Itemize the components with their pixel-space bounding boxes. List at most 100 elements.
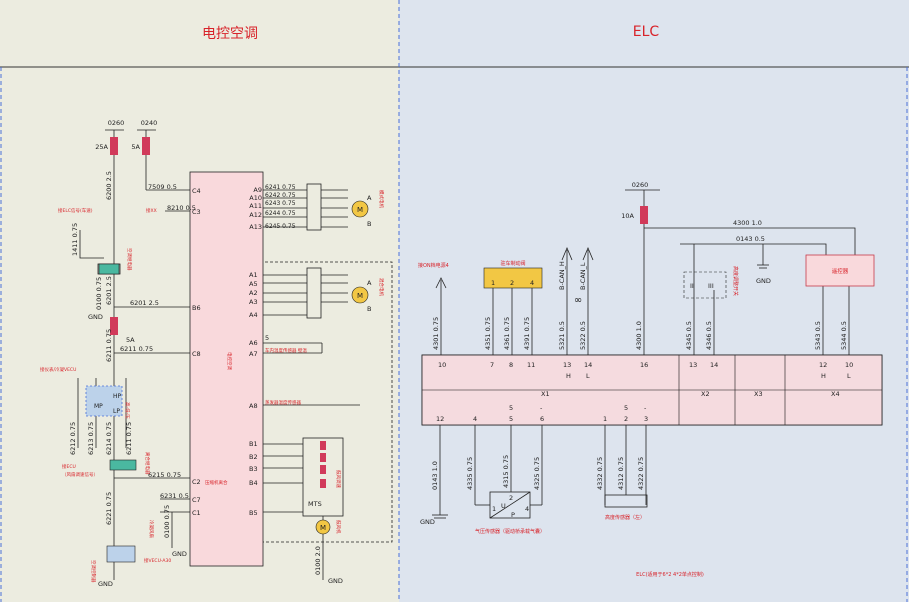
label-mix-motor: 混合电机 [378,278,385,296]
bottom-pin-5: 5 [509,415,513,423]
top-pin-13b: 13 [689,361,697,369]
lp-label: LP [113,408,120,415]
top-pin-10b: 10 [845,361,853,369]
bottom-pin-2: 2 [624,415,628,423]
motor-a-wire-2: 6242 0.75 [265,192,296,199]
wire-6211: 6211 0.75 [120,345,153,353]
pin-a1: A1 [249,271,258,279]
top-pin-14: 14 [584,361,592,369]
wire-4300: 4300 1.0 [635,321,643,350]
switch-iii: III [708,282,714,290]
wire-1411: 1411 0.75 [71,223,79,256]
bottom-pin-4: 4 [473,415,477,423]
label-high-low: 高-低-压 [124,402,131,419]
fuse-25a [110,137,118,155]
pin-a7: A7 [249,350,258,358]
mix-motor-m: M [357,292,363,300]
wire-6215: 6215 0.75 [148,471,181,479]
wire-6212: 6212 0.75 [69,422,77,455]
pin-c7: C7 [192,496,201,504]
pin-b3: B3 [249,465,258,473]
switch-ii: II [690,282,694,290]
hl-h2: H [821,372,826,380]
gnd-right-bottom: GND [420,518,435,526]
wire-canh: B-CAN_H [558,261,566,290]
fuse-10a [640,206,648,224]
wire-canl: B-CAN_L [579,262,587,290]
label-vecu-a30: 接VECU-A30 [144,557,171,564]
left-circuit [77,129,393,580]
brake-pin-2: 2 [510,279,514,287]
blower-motor-m: M [320,524,326,532]
mts-label: MTS [308,500,322,508]
label-height-sensor: 高度传感器（左） [605,514,645,521]
pin-a3: A3 [249,298,258,306]
ac-controller-box [189,171,264,567]
label-ac-ecu: 接ECU [62,463,76,470]
wire-6221: 6221 0.75 [105,492,113,525]
top-pin-12: 12 [819,361,827,369]
label-relay2: 离合继电器 [144,452,151,475]
top-pin-10: 10 [438,361,446,369]
height-switch-box [683,271,727,299]
label-evap-fan: 空调控制器 [90,560,97,583]
pin-c3: C3 [192,208,201,216]
wire-6213: 6213 0.75 [87,422,95,455]
right-fuse-top: 0260 [632,181,649,189]
block-x2: X2 [701,390,710,398]
label-height-switch: 高度调整开关 [732,266,739,296]
wire-4322: 4322 0.75 [637,457,645,490]
wire-4301: 4301 0.75 [432,317,440,350]
wire-4351: 4351 0.75 [484,317,492,350]
label-ac-ecu2: （风扇调速信号） [62,471,98,478]
bottom-pin-12: 12 [436,415,444,423]
right-panel-bg [399,0,909,602]
wire-6201b: 6201 2.5 [130,299,159,307]
block-x3: X3 [754,390,763,398]
motor-a-wire-4: 6244 0.75 [265,210,296,217]
gnd-left-3: GND [98,580,113,588]
right-fuse-rating: 10A [621,212,634,220]
wire-4345: 4345 0.5 [685,321,693,350]
brake-pin-1: 1 [491,279,495,287]
wire-4391: 4391 0.75 [523,317,531,350]
wire-5322: 5322 0.5 [579,321,587,350]
label-pressure-sensor: 气压传感器（驱动桥承载气囊） [475,528,545,535]
label-ctrl-vert: 电控空调 [226,352,233,370]
label-ac-clutch: 压缩机离合 [205,479,228,486]
hl-l2: L [847,372,851,380]
pin-a11: A11 [249,202,262,210]
block-x1: X1 [541,390,550,398]
wire-0100a: 0100 0.75 [95,277,103,310]
mid-mark-4: - [644,404,647,412]
top-pin-13: 13 [563,361,571,369]
label-elc-speed: 接ELC信号(车速) [58,207,93,214]
wire-4325: 4325 0.75 [533,457,541,490]
wire-4312: 4312 0.75 [617,457,625,490]
pin-a6: A6 [249,339,258,347]
label-footer: ELC(适用于6*2 4*2单点控制) [636,571,704,578]
remote-box [805,254,875,287]
bottom-pin-6: 6 [540,415,544,423]
wire-8210: 8210 0.5 [167,204,196,212]
pin-c8: C8 [192,350,201,358]
pin-a2: A2 [249,289,258,297]
mid-mark-2: - [540,404,543,412]
blower-motor-icon [315,519,331,535]
brake-pin-4: 4 [530,279,534,287]
gnd-left-4: GND [328,577,343,585]
ps-p: P [511,511,515,519]
hp-label: HP [113,393,122,400]
wire-6211b: 6211 0.75 [105,329,113,362]
label-to-dashboard: 接仪表/冷凝VECU [40,366,76,373]
mid-mark-1: 5 [509,404,513,412]
wire-4361: 4361 0.75 [503,317,511,350]
label-brake-valve: 驻车制动阀 [500,260,525,267]
pin-c4: C4 [192,187,201,195]
block-x4: X4 [831,390,840,398]
wire-4315: 4315 0.75 [502,455,510,488]
ps-pin-1: 1 [492,505,496,513]
motor-a-wire-1: 6241 0.75 [265,184,296,191]
